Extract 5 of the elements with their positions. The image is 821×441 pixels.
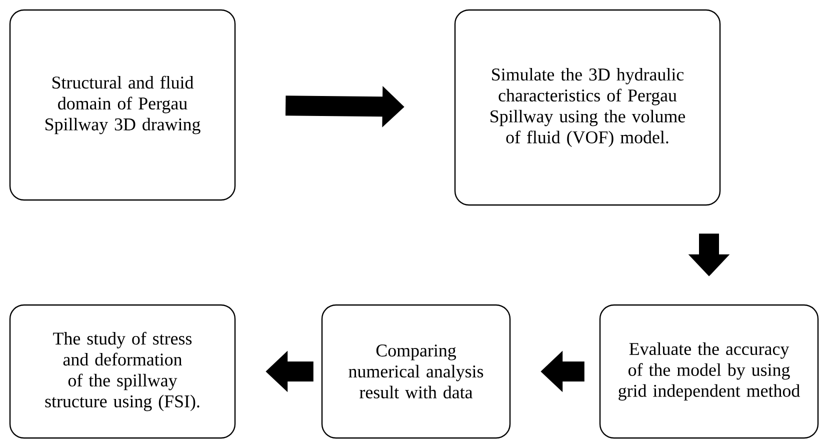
process-box: The study of stress and deformation of the spillway structure using (FSI). — [9, 304, 236, 439]
process-box: Comparing numerical analysis result with data — [321, 304, 511, 439]
process-box: Evaluate the accuracy of the model by using grid independent method — [599, 304, 819, 439]
process-box: Simulate the 3D hydraulic characteristics of Pergau Spillway using the volume of fluid (VOF) model. — [454, 9, 721, 206]
process-box: Structural and fluid domain of Pergau Spillway 3D drawing — [9, 9, 236, 201]
